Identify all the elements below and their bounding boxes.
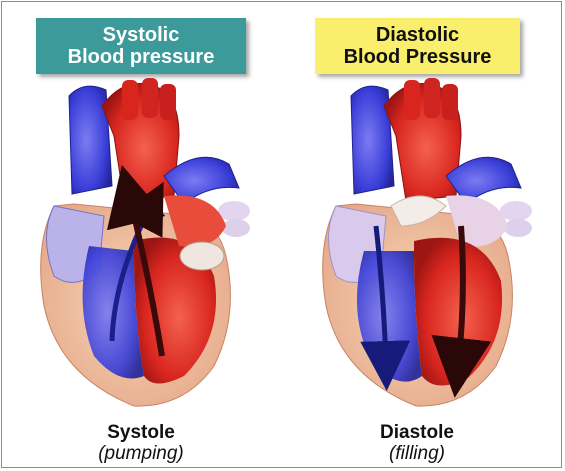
pulmonary-vein-right-2 [504,219,532,237]
diastolic-title-line1: Diastolic [376,24,459,46]
diastole-panel: Diastolic Blood Pressure [284,2,565,469]
mitral-valve-shape [180,242,224,270]
diastole-caption: Diastole (filling) [276,422,558,465]
systole-caption-title: Systole [0,422,282,443]
systolic-title-line1: Systolic [103,24,180,46]
diastolic-title-line2: Blood Pressure [344,46,492,68]
aortic-branch-3 [442,84,458,120]
systole-heart-illustration [14,76,274,416]
systole-caption: Systole (pumping) [0,422,282,465]
systolic-title-line2: Blood pressure [68,46,215,68]
pulmonary-vein-right [218,201,250,221]
diastolic-title-label: Diastolic Blood Pressure [315,18,520,74]
systolic-title-label: Systolic Blood pressure [36,18,246,74]
aortic-branch-2 [142,78,158,118]
aortic-branch-3 [160,84,176,120]
aortic-branch-1 [404,80,420,120]
systole-caption-subtitle: (pumping) [0,443,282,465]
systole-panel: Systolic Blood pressure [2,2,284,469]
aortic-branch-1 [122,80,138,120]
aortic-branch-2 [424,78,440,118]
diastole-heart-illustration [296,76,556,416]
diastole-caption-subtitle: (filling) [276,443,558,465]
pulmonary-vein-right-2 [222,219,250,237]
diastole-caption-title: Diastole [276,422,558,443]
pulmonary-vein-right [500,201,532,221]
